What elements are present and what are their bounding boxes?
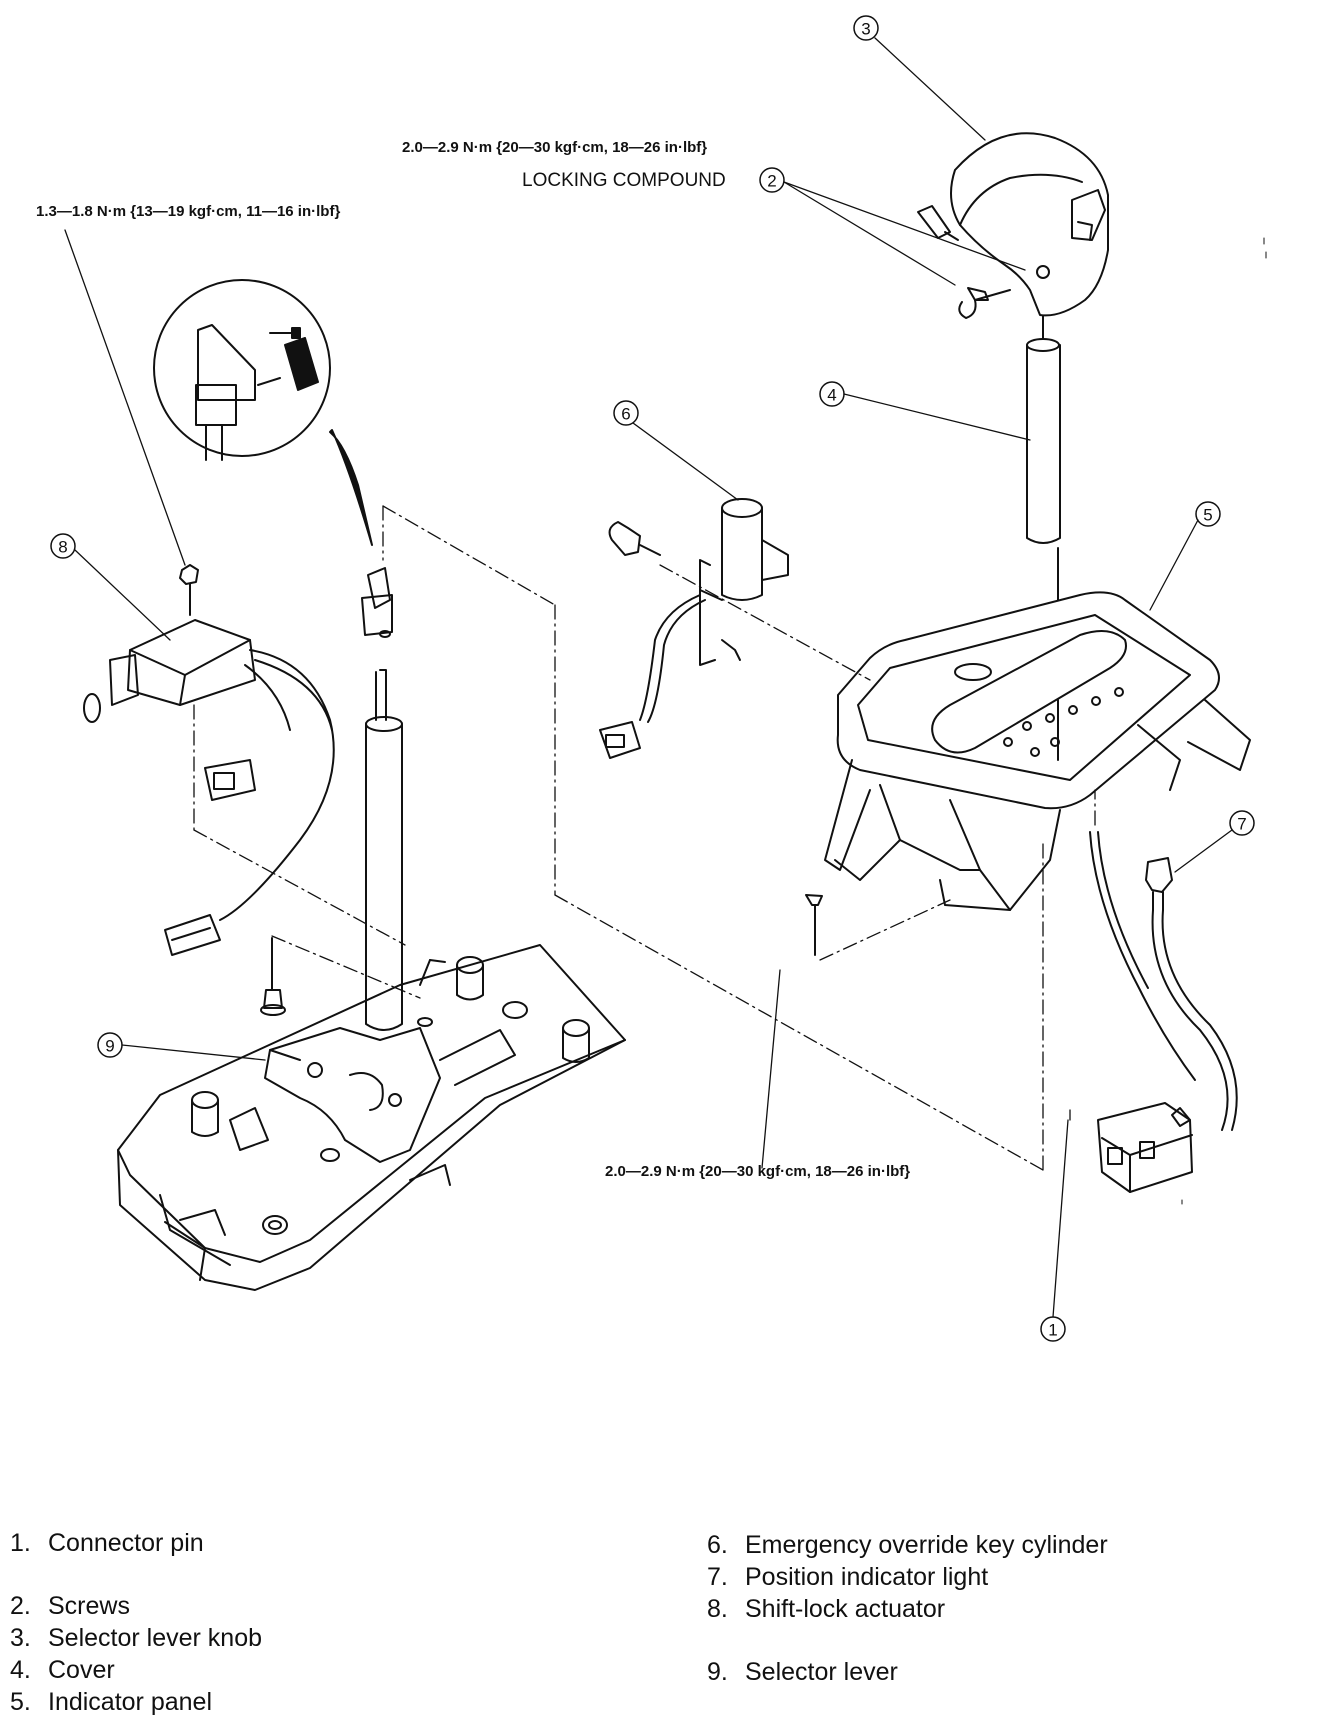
- svg-text:6: 6: [621, 405, 630, 424]
- callout-4: 4: [819, 381, 845, 407]
- legend-item-3: 3.Selector lever knob: [10, 1624, 263, 1652]
- callout-8: 8: [50, 533, 76, 559]
- svg-text:5: 5: [1203, 506, 1212, 525]
- svg-text:4: 4: [827, 386, 836, 405]
- selector-lever-base: [117, 944, 626, 1291]
- locking-compound-label: LOCKING COMPOUND: [522, 170, 726, 191]
- torque-spec-actuator: 1.3—1.8 N·m {13—19 kgf·cm, 11—16 in·lbf}: [36, 203, 340, 220]
- torque-spec-screws: 2.0—2.9 N·m {20—30 kgf·cm, 18—26 in·lbf}: [402, 139, 707, 156]
- svg-text:8: 8: [58, 538, 67, 557]
- selector-lever: [264, 669, 441, 1163]
- svg-text:1: 1: [1048, 1321, 1057, 1340]
- locking-compound-detail-inset: [153, 279, 373, 546]
- callout-6: 6: [613, 400, 639, 426]
- panel-screw: [805, 894, 823, 956]
- screws: [917, 205, 1011, 319]
- legend-item-7: 7.Position indicator light: [707, 1563, 989, 1591]
- legend-item-4: 4.Cover: [10, 1656, 115, 1684]
- callout-2: 2: [759, 167, 785, 193]
- legend-item-5: 5.Indicator panel: [10, 1688, 213, 1716]
- shift-lock-switch: [361, 567, 393, 638]
- alignment-lines: [193, 505, 1096, 1171]
- svg-text:9: 9: [105, 1037, 114, 1056]
- callout-7: 7: [1229, 810, 1255, 836]
- legend-item-1: 1.Connector pin: [10, 1529, 204, 1557]
- legend-item-9: 9.Selector lever: [707, 1658, 898, 1686]
- stray-marks: [1181, 237, 1267, 1205]
- svg-text:2: 2: [767, 172, 776, 191]
- torque-spec-panel-screw: 2.0—2.9 N·m {20—30 kgf·cm, 18—26 in·lbf}: [605, 1163, 910, 1180]
- selector-lever-knob: [950, 132, 1109, 317]
- callout-9: 9: [97, 1032, 123, 1058]
- legend-item-8: 8.Shift-lock actuator: [707, 1595, 946, 1623]
- emergency-override-key-cylinder: [599, 498, 789, 759]
- callout-5: 5: [1195, 501, 1221, 527]
- leader-lines: [64, 37, 1233, 1318]
- callout-3: 3: [853, 15, 879, 41]
- shift-lock-actuator: [83, 564, 335, 956]
- svg-text:3: 3: [861, 20, 870, 39]
- callout-1: 1: [1040, 1316, 1066, 1342]
- legend-item-6: 6.Emergency override key cylinder: [707, 1531, 1108, 1559]
- indicator-panel: [824, 591, 1251, 911]
- legend-item-2: 2.Screws: [10, 1592, 130, 1620]
- svg-text:7: 7: [1237, 815, 1246, 834]
- cover: [1026, 315, 1061, 601]
- exploded-view-diagram: 2.0—2.9 N·m {20—30 kgf·cm, 18—26 in·lbf}…: [36, 15, 1267, 1342]
- base-bolt: [260, 937, 286, 1016]
- position-indicator-light: [1089, 831, 1238, 1193]
